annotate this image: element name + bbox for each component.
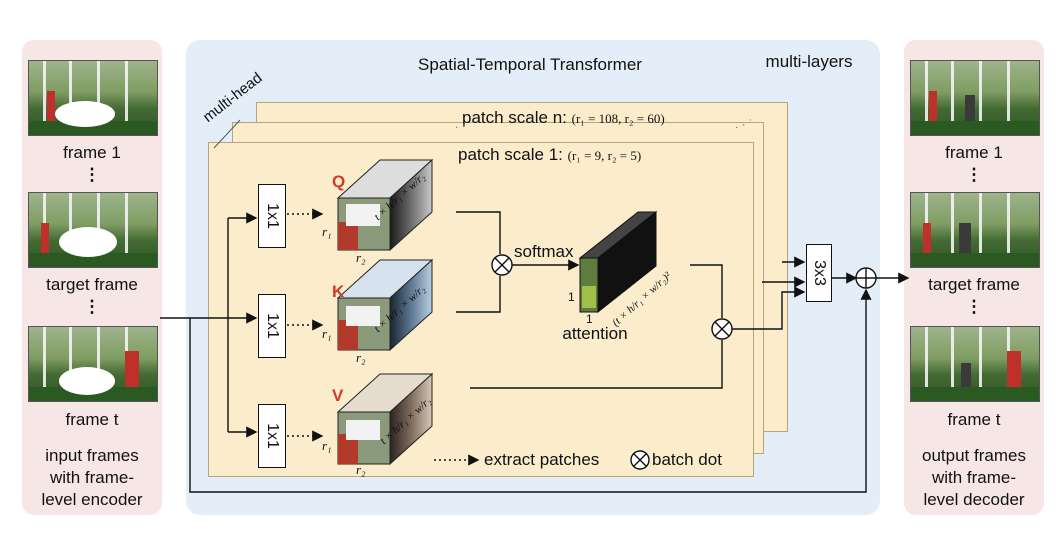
input-caption-line-2: with frame- [49, 468, 135, 487]
patch-scale-n-params: (r₁ = 108, r₂ = 60) [571, 111, 665, 126]
k-patch-stack [336, 258, 434, 352]
input-caption-line-1: input frames [45, 446, 139, 465]
output-target-frame-label: target frame [928, 275, 1020, 294]
output-frame-1-label: frame 1 [945, 143, 1003, 162]
k-r1: r₁ [322, 326, 332, 341]
conv-1x1-q: 1x1 [258, 184, 286, 248]
v-patch-stack [336, 372, 434, 466]
v-r1: r₁ [322, 438, 332, 453]
v-to-dot-line [470, 340, 723, 389]
conv-1x1-q-label: 1x1 [263, 203, 281, 229]
q-patch-stack [336, 158, 434, 252]
diagram-title: Spatial-Temporal Transformer [418, 55, 642, 74]
legend-extract-label: extract patches [484, 450, 600, 469]
patch-scale-n-label: patch scale n: (r₁ = 108, r₂ = 60) [462, 108, 762, 129]
attention-block [578, 210, 658, 314]
input-frame-1-label: frame 1 [63, 143, 121, 162]
output-caption-line-1: output frames [922, 446, 1026, 465]
q-label: Q [332, 172, 346, 191]
k-label: K [332, 282, 345, 301]
input-frame-1 [28, 60, 158, 136]
head-out-1 [732, 286, 806, 330]
multi-head-tick [213, 119, 241, 149]
k-to-dot-line [456, 276, 501, 313]
output-frame-1 [910, 60, 1040, 136]
output-target-frame [910, 192, 1040, 268]
softmax-label: softmax [514, 242, 574, 261]
patch-scale-1-text: patch scale 1: [458, 145, 563, 164]
q-to-dot-line [456, 211, 501, 254]
conv-1x1-k-label: 1x1 [263, 313, 281, 339]
v-r2: r₂ [356, 462, 366, 477]
patch-scale-1-params: (r₁ = 9, r₂ = 5) [567, 148, 642, 163]
k-r2: r₂ [356, 350, 366, 365]
conv-3x3-label: 3x3 [811, 260, 829, 286]
output-dots-1: ⋮ [965, 165, 983, 184]
residual-connection [189, 288, 872, 493]
output-dots-2: ⋮ [965, 297, 983, 316]
multi-layers-label: multi-layers [765, 52, 853, 71]
output-frame-t-label: frame t [947, 410, 1001, 429]
input-frame-t [28, 326, 158, 402]
input-frame-t-label: frame t [65, 410, 119, 429]
output-frame-t [910, 326, 1040, 402]
v-label: V [332, 386, 344, 405]
conv-1x1-v-label: 1x1 [263, 423, 281, 449]
attention-one-bottom: 1 [586, 312, 593, 326]
attention-to-dot-line [690, 264, 723, 318]
q-r1: r₁ [322, 224, 332, 239]
conv-1x1-k: 1x1 [258, 294, 286, 358]
attention-one-left: 1 [568, 290, 575, 304]
input-target-frame-label: target frame [46, 275, 138, 294]
patch-scale-1-label: patch scale 1: (r₁ = 9, r₂ = 5) [458, 145, 738, 166]
q-r2: r₂ [356, 250, 366, 265]
attention-label: attention [562, 324, 628, 343]
input-target-frame [28, 192, 158, 268]
output-caption-line-2: with frame- [931, 468, 1017, 487]
conv-3x3: 3x3 [806, 244, 832, 302]
dots-left: . · ˙ [455, 117, 473, 131]
dots-right: . · ˙ [735, 117, 753, 131]
layer-patch-scale-1 [208, 142, 754, 477]
input-caption-line-3: level encoder [41, 490, 143, 509]
input-dots-1: ⋮ [83, 165, 101, 184]
conv-1x1-v: 1x1 [258, 404, 286, 468]
legend-batch-dot-label: batch dot [652, 450, 722, 469]
input-dots-2: ⋮ [83, 297, 101, 316]
patch-scale-n-text: patch scale n: [462, 108, 567, 127]
output-caption-line-3: level decoder [923, 490, 1025, 509]
